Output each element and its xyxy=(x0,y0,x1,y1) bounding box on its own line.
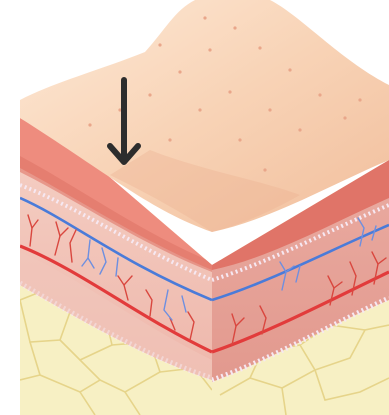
skin-diagram xyxy=(0,0,389,415)
skin-cross-section-illustration xyxy=(0,0,389,415)
